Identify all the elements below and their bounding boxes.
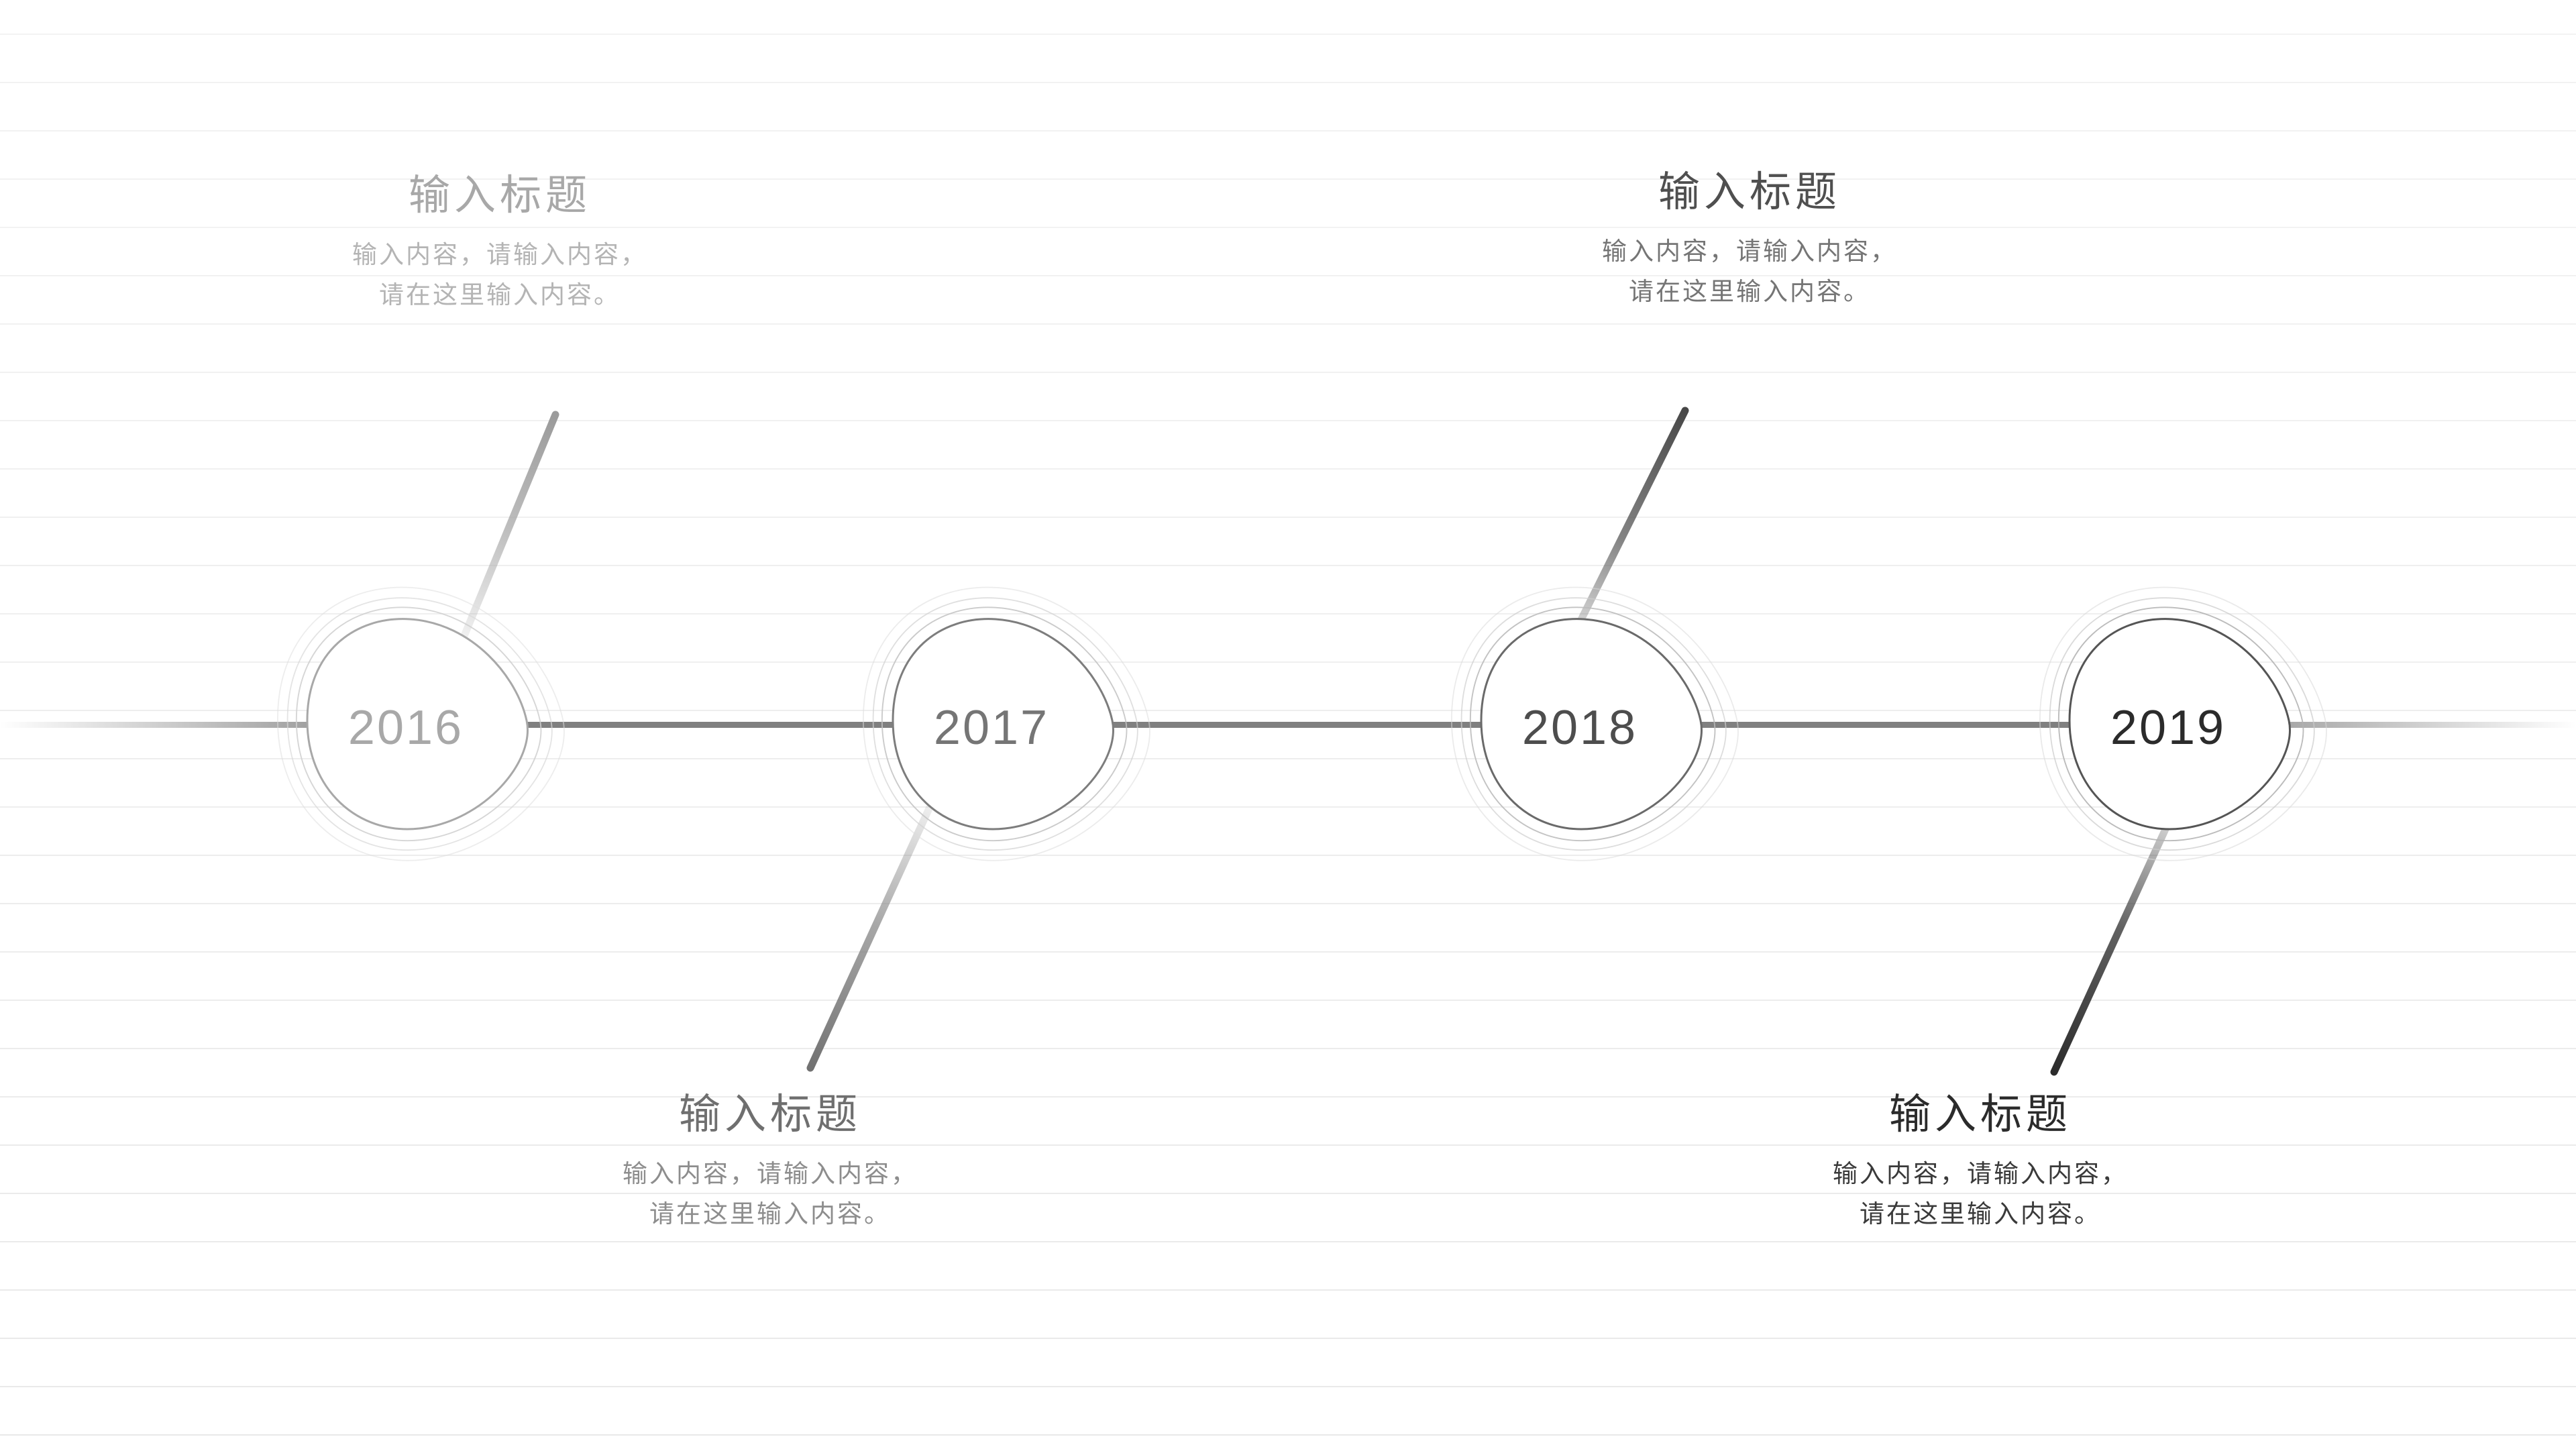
item-title-2019: 输入标题 bbox=[1888, 1091, 2072, 1138]
item-body-line2-2016: 请在这里输入内容。 bbox=[379, 281, 621, 309]
item-body-line2-2017: 请在这里输入内容。 bbox=[649, 1200, 891, 1228]
item-body-line1-2018: 输入内容，请输入内容， bbox=[1602, 237, 1897, 266]
item-body-line1-2019: 输入内容，请输入内容， bbox=[1833, 1160, 2128, 1188]
leader-line-2016 bbox=[444, 411, 559, 679]
item-body-2016: 输入内容，请输入内容， 请在这里输入内容。 bbox=[352, 235, 647, 315]
year-label-2018[interactable]: 2018 bbox=[1521, 701, 1638, 755]
node-2019[interactable] bbox=[2039, 586, 2327, 861]
year-label-2017[interactable]: 2017 bbox=[933, 701, 1050, 755]
timeline-nodes bbox=[276, 586, 2327, 861]
item-body-2018: 输入内容，请输入内容， 请在这里输入内容。 bbox=[1602, 231, 1897, 312]
text-block-2019[interactable]: 输入标题 输入内容，请输入内容， 请在这里输入内容。 bbox=[1833, 1090, 2128, 1234]
node-2018[interactable] bbox=[1450, 586, 1739, 861]
item-body-line1-2017: 输入内容，请输入内容， bbox=[623, 1160, 918, 1188]
year-label-2019[interactable]: 2019 bbox=[2110, 701, 2226, 755]
node-2017[interactable] bbox=[862, 586, 1150, 861]
item-body-2017: 输入内容，请输入内容， 请在这里输入内容。 bbox=[623, 1154, 918, 1234]
text-block-2018[interactable]: 输入标题 输入内容，请输入内容， 请在这里输入内容。 bbox=[1602, 168, 1897, 312]
year-label-2016[interactable]: 2016 bbox=[347, 701, 464, 755]
node-2016[interactable] bbox=[276, 586, 565, 861]
text-block-2017[interactable]: 输入标题 输入内容，请输入内容， 请在这里输入内容。 bbox=[623, 1090, 918, 1234]
item-body-2019: 输入内容，请输入内容， 请在这里输入内容。 bbox=[1833, 1154, 2128, 1234]
timeline-connector bbox=[0, 722, 2576, 728]
item-title-2017: 输入标题 bbox=[678, 1091, 861, 1138]
item-body-line2-2019: 请在这里输入内容。 bbox=[1860, 1200, 2101, 1228]
leader-lines bbox=[444, 407, 2192, 1076]
leader-line-2017 bbox=[806, 771, 949, 1072]
item-body-line2-2018: 请在这里输入内容。 bbox=[1629, 278, 1870, 306]
item-title-2018: 输入标题 bbox=[1658, 169, 1841, 215]
item-title-2016: 输入标题 bbox=[408, 172, 591, 219]
text-block-2016[interactable]: 输入标题 输入内容，请输入内容， 请在这里输入内容。 bbox=[352, 171, 647, 315]
item-body-line1-2016: 输入内容，请输入内容， bbox=[352, 241, 647, 269]
